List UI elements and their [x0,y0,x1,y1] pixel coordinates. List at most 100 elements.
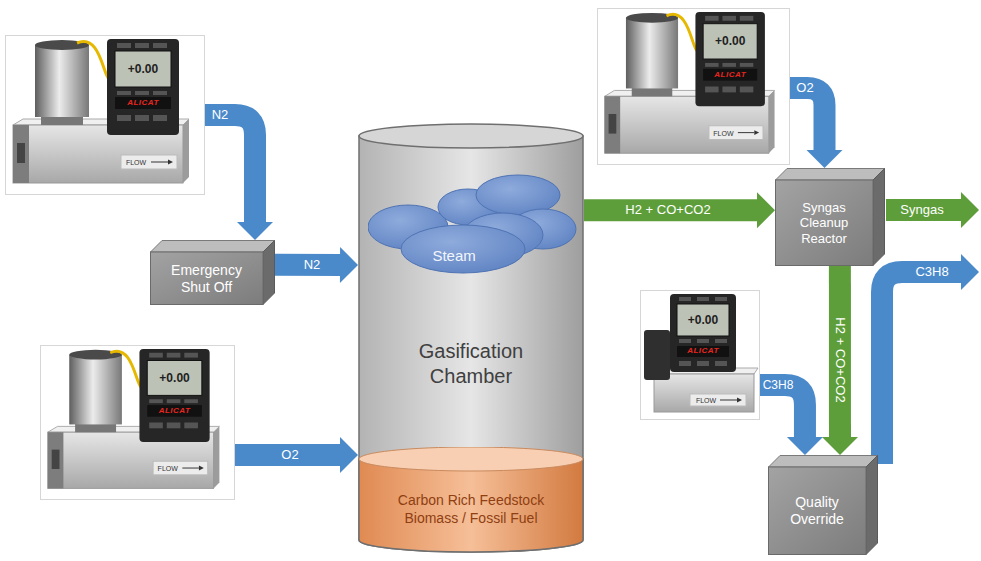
arrow-head [340,437,358,473]
flow-controller: +0.00ALICATFLOW [40,345,235,500]
shape-part [168,160,173,165]
shape-part [167,399,181,403]
display-reading: +0.00 [688,314,718,326]
shape-part [715,297,727,301]
shape-part [769,456,878,468]
brand-logo: ALICAT [714,71,746,79]
shape-part [697,297,709,301]
shape-part [110,351,141,387]
flow-label: Syngas [898,202,945,218]
shape-part [135,43,149,48]
shape-part [147,405,202,417]
flow-label: N2 [302,257,323,273]
feedstock-label: Carbon Rich Feedstock Biomass / Fossil F… [381,492,561,527]
shape-part [359,124,583,148]
brand-logo: ALICAT [127,99,159,107]
flow-marking: FLOW [696,396,716,403]
shape-part [149,353,163,358]
shape-part [873,169,885,266]
shape-part [107,39,179,135]
shape-part [769,90,775,153]
shape-part [776,180,874,266]
shape-part [115,97,171,109]
flow-label: N2 [210,107,231,123]
shape-part [666,14,697,51]
shape-part [722,16,736,21]
gasification-chamber: Gasification ChamberSteamCarbon Rich Fee… [358,122,584,554]
process-box: Quality Override [768,455,878,555]
shape-part [715,339,727,343]
shape-part [149,423,163,429]
arrow-head [340,247,358,283]
shape-part [677,346,729,357]
shape-part [677,304,729,336]
flow-arrow [584,192,775,228]
flow-label: H2 + CO+CO2 [623,202,712,218]
flow-controller-photo [40,345,235,500]
shape-part [705,63,719,67]
flow-label: C3H8 [913,264,950,280]
flow-label: C3H8 [761,377,796,393]
shape-part [167,353,181,358]
shape-part [151,252,264,305]
shape-part [695,12,764,106]
shape-part [117,115,131,121]
shape-part [626,18,678,89]
flow-marking: FLOW [158,465,178,472]
brand-logo: ALICAT [159,407,191,415]
shape-part [35,45,89,117]
shape-part [368,175,576,273]
shape-part [167,423,181,429]
shape-part [722,87,736,93]
shape-part [754,130,759,135]
shape-part [737,398,742,403]
flow-controller: +0.00ALICATFLOW [640,290,760,420]
shape-part [697,339,709,343]
shape-part [654,374,754,412]
cloud-label: Steam [432,247,475,264]
shape-part [77,41,109,79]
process-box: Emergency Shut Off [150,240,275,305]
shape-part [703,69,757,81]
shape-part [597,8,789,164]
shape-part [17,143,25,163]
shape-part [182,468,199,469]
shape-part [147,361,202,396]
shape-part [359,459,583,552]
shape-part [153,91,167,95]
flow-controller-photo [597,8,790,165]
shape-part [703,24,757,59]
shape-part [644,330,670,380]
syngas-outflow-arrow [886,199,962,221]
shape-part [722,63,736,67]
arrow-shaft [275,254,341,276]
shape-part [151,241,275,253]
shape-part [199,466,204,471]
flow-arrow [822,266,858,455]
shape-part [679,339,691,343]
shape-part [740,16,754,21]
shape-part [153,461,208,475]
steam-cloud: Steam [368,167,578,277]
flow-controller: +0.00ALICATFLOW [5,35,205,195]
shape-part [117,91,131,95]
flow-arrow [790,88,843,168]
shape-part [679,361,691,366]
arrow-shaft [584,199,758,221]
arrow-head [237,222,273,240]
display-reading: +0.00 [715,35,745,47]
flow-arrow [275,247,358,283]
shape-part [263,241,275,305]
arrow-shaft [760,385,805,438]
shape-part [151,162,168,163]
arrow-shaft [205,115,255,223]
shape-part [139,349,209,442]
box-label: Quality Override [768,467,866,555]
shape-part [40,345,234,499]
shape-part [214,426,220,488]
shape-part [738,132,754,133]
arrow-shaft [829,266,851,438]
shape-part [13,125,29,183]
shape-part [705,16,719,21]
shape-part [866,456,878,555]
